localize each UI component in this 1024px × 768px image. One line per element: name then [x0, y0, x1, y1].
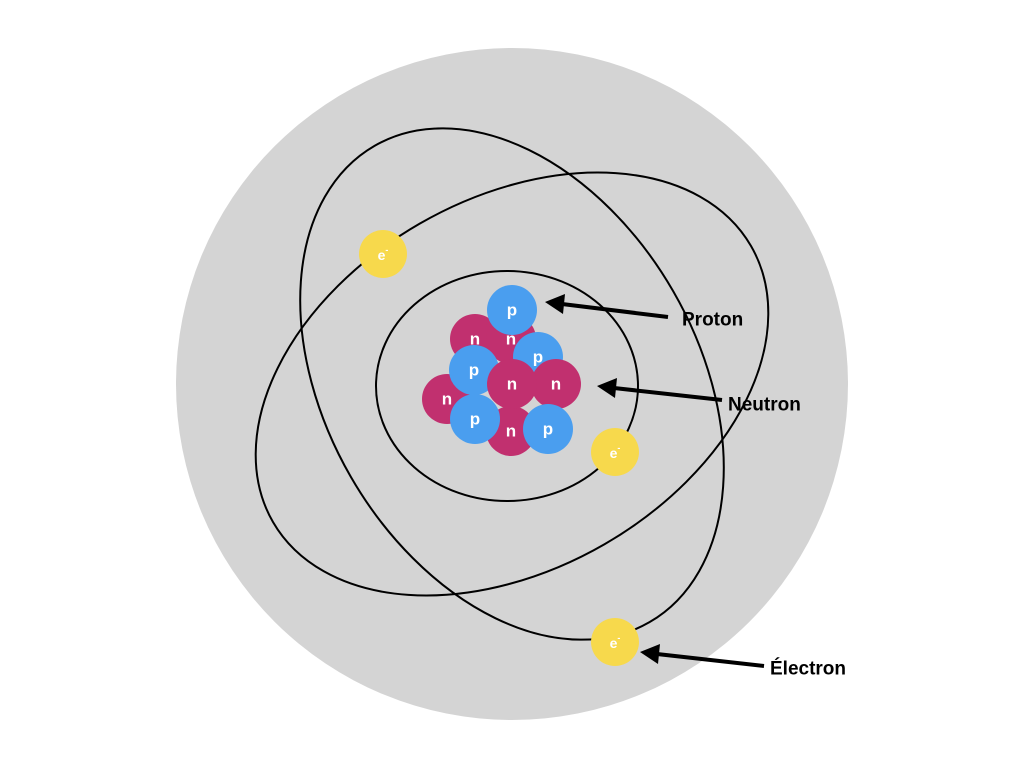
electron: e- [591, 618, 639, 666]
electron-symbol: e- [378, 245, 389, 263]
neutron: n [487, 359, 537, 409]
proton-ball [450, 394, 500, 444]
proton-callout: Proton [545, 294, 743, 331]
proton-label: Proton [682, 310, 743, 331]
orbits [254, 127, 770, 641]
proton-ball [487, 285, 537, 335]
neutron-ball [487, 359, 537, 409]
proton: p [449, 345, 499, 395]
proton-ball [449, 345, 499, 395]
electron-ball [591, 618, 639, 666]
inner-orbit [375, 270, 639, 502]
proton-ball [523, 404, 573, 454]
proton-symbol: p [470, 410, 480, 429]
nucleus: n n n n p p n p [422, 285, 581, 456]
electron-ball [359, 230, 407, 278]
neutron-symbol: n [442, 390, 452, 409]
tilted-orbit-2 [254, 171, 770, 597]
tilted-orbit-1 [299, 127, 725, 641]
proton-symbol: p [533, 348, 543, 367]
proton-symbol: p [543, 420, 553, 439]
neutron-symbol: n [506, 422, 516, 441]
neutron-symbol: n [507, 375, 517, 394]
neutron-symbol: n [470, 330, 480, 349]
neutron-label: Neutron [728, 395, 801, 416]
neutron-arrow [613, 386, 723, 402]
neutron: n [531, 359, 581, 409]
electron-symbol: e- [610, 633, 621, 651]
electron-callout: Électron [640, 644, 846, 680]
electron-symbol: e- [610, 443, 621, 461]
electron-arrow [656, 652, 765, 668]
electron-label: Électron [770, 658, 846, 680]
electron-arrowhead-icon [640, 644, 660, 664]
electron: e- [359, 230, 407, 278]
proton: p [450, 394, 500, 444]
electron: e- [591, 428, 639, 476]
proton-symbol: p [507, 301, 517, 320]
proton-symbol: p [469, 361, 479, 380]
proton: p [523, 404, 573, 454]
neutron-symbol: n [506, 330, 516, 349]
neutron-callout: Neutron [597, 378, 801, 416]
neutron-symbol: n [551, 375, 561, 394]
proton: p [487, 285, 537, 335]
neutron-arrowhead-icon [597, 378, 617, 398]
electron-ball [591, 428, 639, 476]
proton-arrowhead-icon [545, 294, 565, 314]
proton-arrow [561, 302, 669, 319]
electrons: e- e- e- [359, 230, 639, 666]
neutron-ball [531, 359, 581, 409]
